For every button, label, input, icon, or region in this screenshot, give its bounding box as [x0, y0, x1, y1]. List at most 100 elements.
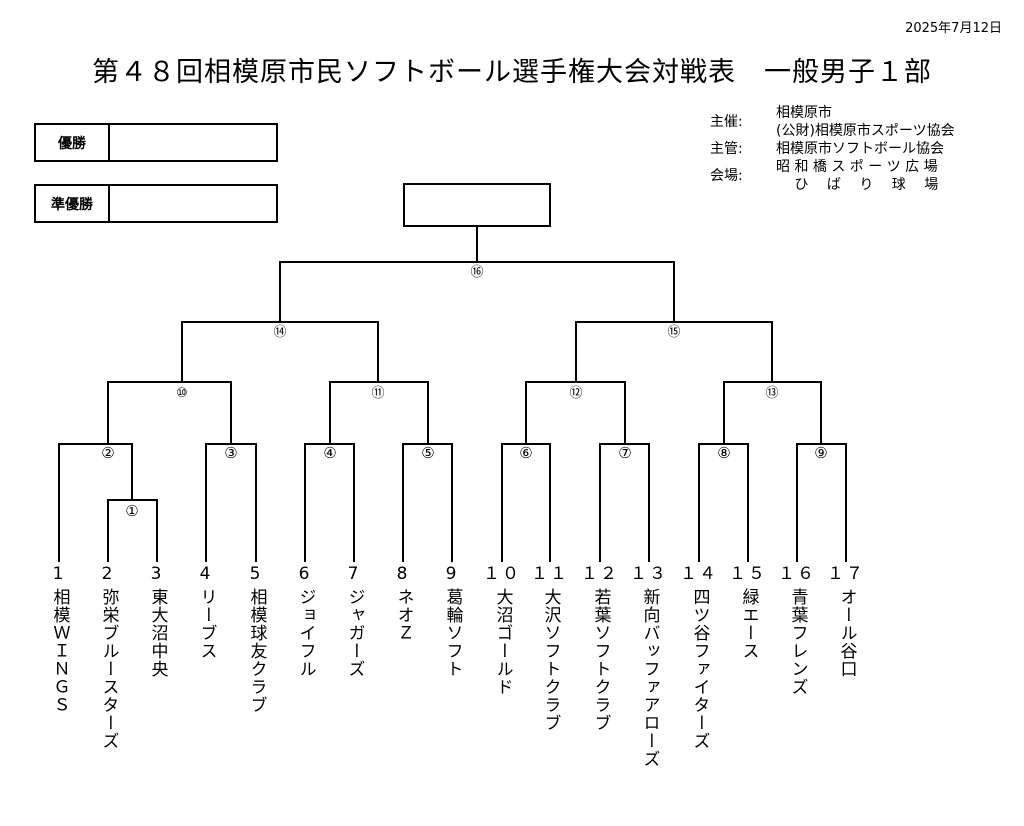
team-2: 2 弥栄ブルースターズ [93, 565, 123, 751]
match-10-line [107, 381, 232, 444]
match-number-1: ① [125, 502, 138, 520]
match-number-16: ⑯ [470, 265, 483, 280]
venue-label: 会場: [710, 168, 743, 184]
team-16: １６ 青葉フレンズ [778, 565, 814, 697]
match-9-line [796, 443, 847, 562]
team-5: 5 相模球友クラブ [241, 565, 271, 715]
team-16-name: 青葉フレンズ [787, 588, 808, 696]
match-14-line [181, 321, 379, 382]
team-1-name: 相模ＷＩＮＧＳ [49, 588, 70, 714]
venue-line-2: ひ ば り 球 場 [776, 177, 939, 193]
team-13-number: １３ [630, 564, 668, 584]
match-number-10: ⑩ [176, 386, 188, 401]
runner-up-box: 準優勝 [34, 184, 278, 223]
team-11-name: 大沢ソフトクラブ [540, 588, 561, 732]
team-4-name: リーブス [196, 588, 217, 660]
team-13-name: 新向バッファアローズ [639, 588, 660, 768]
team-1: 1 相模ＷＩＮＧＳ [44, 565, 74, 715]
match-number-13: ⑬ [765, 386, 778, 401]
team-3: 3 東大沼中央 [142, 565, 172, 679]
team-17: １７ オール谷口 [827, 565, 863, 679]
match-13-line [723, 381, 822, 444]
team-15: １５ 緑エース [729, 565, 765, 661]
match-3-line [205, 443, 257, 562]
match-number-3: ③ [224, 444, 237, 462]
team-7-number: 7 [347, 564, 361, 584]
team-7-name: ジャガーズ [344, 588, 365, 678]
date-text: 2025年7月12日 [905, 21, 1002, 36]
organizer-info: 主催: 相模原市(公財)相模原市スポーツ協会 主管: 相模原市ソフトボール協会 … [710, 104, 955, 194]
champion-box: 優勝 [34, 123, 278, 162]
team-9: 9 葛輪ソフト [437, 565, 467, 679]
match-8-line [698, 443, 749, 562]
team-1-number: 1 [52, 564, 66, 584]
team-5-number: 5 [249, 564, 263, 584]
team-14-name: 四ツ谷ファイターズ [689, 588, 710, 750]
team-10: １０ 大沼ゴールド [483, 565, 519, 697]
host-line-2: (公財)相模原市スポーツ協会 [776, 123, 955, 139]
match-number-15: ⑮ [667, 325, 680, 340]
match-4-line [304, 443, 355, 562]
match-15-line [575, 321, 773, 382]
match-1-line [107, 499, 158, 562]
team-8-name: ネオＺ [393, 588, 414, 642]
host-line-1: 相模原市 [776, 105, 832, 121]
team-10-number: １０ [483, 564, 521, 584]
manager-label: 主管: [710, 141, 743, 157]
team-8-number: 8 [396, 564, 410, 584]
team-3-name: 東大沼中央 [147, 588, 168, 678]
team-9-name: 葛輪ソフト [442, 588, 463, 678]
team-16-number: １６ [778, 564, 816, 584]
team-11: １１ 大沢ソフトクラブ [531, 565, 567, 733]
final-winner-box [403, 183, 551, 227]
team-3-number: 3 [150, 564, 164, 584]
match-number-4: ④ [323, 444, 336, 462]
team-15-name: 緑エース [738, 588, 759, 660]
match-number-2: ② [101, 444, 114, 462]
match-6-line [501, 443, 551, 562]
team-4-number: 4 [199, 564, 213, 584]
team-5-name: 相模球友クラブ [246, 588, 267, 714]
team-14: １４ 四ツ谷ファイターズ [680, 565, 716, 751]
match-5-line [402, 443, 453, 562]
team-7: 7 ジャガーズ [339, 565, 369, 679]
match-number-7: ⑦ [618, 444, 631, 462]
page-title: 第４８回相模原市民ソフトボール選手権大会対戦表 一般男子１部 [92, 57, 932, 88]
team-2-name: 弥栄ブルースターズ [98, 588, 119, 750]
team-11-number: １１ [531, 564, 569, 584]
team-4: 4 リーブス [191, 565, 221, 661]
match-number-14: ⑭ [273, 325, 286, 340]
team-12-number: １２ [581, 564, 619, 584]
match-11-line [329, 381, 429, 444]
team-10-name: 大沼ゴールド [492, 588, 513, 696]
team-15-number: １５ [729, 564, 767, 584]
match-7-line [599, 443, 650, 562]
team-6-name: ジョイフル [295, 588, 316, 678]
match-number-5: ⑤ [421, 444, 434, 462]
team-17-number: １７ [827, 564, 865, 584]
team-6: 6 ジョイフル [290, 565, 320, 679]
match-2-line [58, 443, 133, 562]
team-14-number: １４ [680, 564, 718, 584]
team-12: １２ 若葉ソフトクラブ [581, 565, 617, 733]
team-8: 8 ネオＺ [388, 565, 418, 643]
match-12-line [525, 381, 626, 444]
runner-up-label: 準優勝 [36, 186, 110, 221]
match-number-12: ⑫ [569, 386, 582, 401]
team-9-number: 9 [445, 564, 459, 584]
manager-value: 相模原市ソフトボール協会 [776, 141, 944, 157]
team-17-name: オール谷口 [836, 588, 857, 678]
match-number-9: ⑨ [814, 444, 827, 462]
team-2-number: 2 [101, 564, 115, 584]
venue-line-1: 昭 和 橋 ス ポ ー ツ 広 場 [776, 159, 938, 175]
match-number-11: ⑪ [371, 386, 384, 401]
match-16-line [279, 261, 675, 322]
host-label: 主催: [710, 114, 743, 130]
team-12-name: 若葉ソフトクラブ [590, 588, 611, 732]
match-number-6: ⑥ [519, 444, 532, 462]
team-6-number: 6 [298, 564, 312, 584]
champion-label: 優勝 [36, 125, 110, 160]
team-13: １３ 新向バッファアローズ [630, 565, 666, 769]
match-number-8: ⑧ [717, 444, 730, 462]
